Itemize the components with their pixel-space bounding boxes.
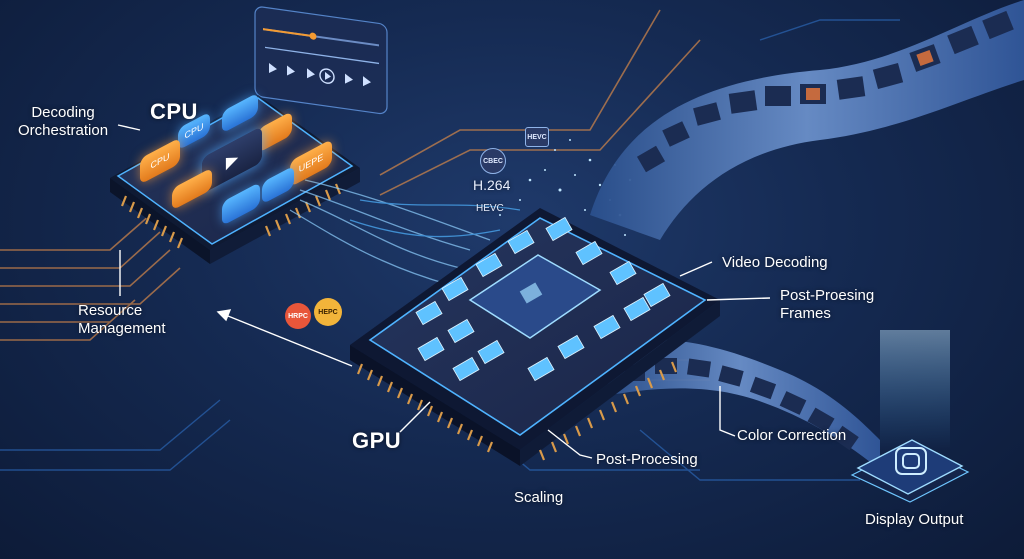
data-streams xyxy=(289,179,521,286)
label-post-procesing: Post-Procesing xyxy=(596,451,698,468)
label-h264: H.264 xyxy=(473,177,511,193)
film-strip-top xyxy=(590,0,1024,240)
media-player-window xyxy=(254,6,388,115)
label-color-correction: Color Correction xyxy=(737,427,847,444)
film-strip-bottom xyxy=(600,339,880,470)
display-output-device xyxy=(850,330,970,503)
codec-badge-hevc-icon: HEVC xyxy=(525,127,549,147)
gpu-pins xyxy=(356,361,678,461)
play-icon: ▶ xyxy=(225,148,239,173)
label-gpu: GPU xyxy=(352,428,402,453)
gpu-chip xyxy=(350,208,720,466)
codec-badge-hepc: HEPC xyxy=(314,298,342,326)
label-cpu: CPU xyxy=(150,99,198,124)
label-resource-management: Resource Management xyxy=(78,302,166,337)
label-post-proesing-frames: Post-Proesing Frames xyxy=(780,287,875,322)
display-output-icon xyxy=(895,447,927,475)
label-hevc: HEVC xyxy=(476,203,504,214)
codec-badge-hrpc: HRPC xyxy=(285,303,311,329)
gpu-core-tiles xyxy=(415,216,671,382)
label-video-decoding: Video Decoding xyxy=(722,254,828,271)
label-display-output: Display Output xyxy=(865,511,964,528)
label-scaling: Scaling xyxy=(514,489,564,506)
codec-badge-cbec: CBEC xyxy=(480,148,506,174)
label-decoding-orchestration: Decoding Orchestration xyxy=(18,104,109,139)
leader-lines xyxy=(117,124,771,459)
blue-traces xyxy=(0,19,900,481)
